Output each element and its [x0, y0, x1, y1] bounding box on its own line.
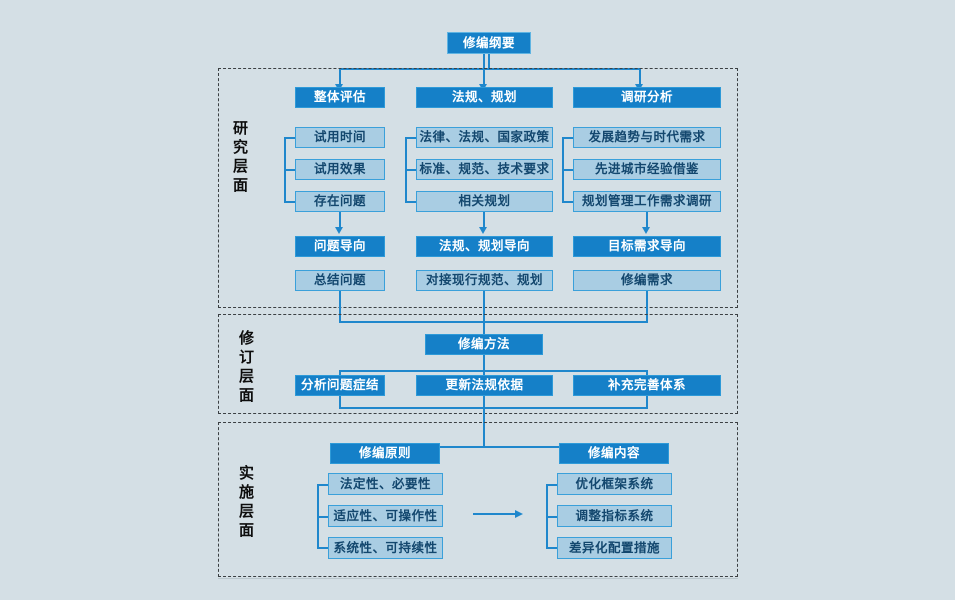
bracket-stub-col1-a: [284, 137, 295, 139]
bracket-stub-col1-c: [284, 201, 295, 203]
node-item-trial-effect[interactable]: 试用效果: [295, 159, 385, 180]
arrow-down-col1-orientation-icon: [335, 227, 343, 234]
bracket-stub-col2-b: [405, 169, 416, 171]
connector-groups-arrow-line: [473, 513, 517, 515]
connector-merge2-bar: [339, 407, 648, 409]
node-item-planning-management-survey[interactable]: 规划管理工作需求调研: [573, 191, 721, 212]
node-result-revision-demand[interactable]: 修编需求: [573, 270, 721, 291]
bracket-stub-impl-left-a: [317, 484, 328, 486]
layer-label-implementation: 实施层面: [237, 465, 255, 541]
connector-col2-to-orientation: [483, 212, 485, 229]
bracket-stub-col3-a: [562, 137, 573, 139]
node-orientation-target-demand[interactable]: 目标需求导向: [573, 236, 721, 257]
bracket-stub-col3-c: [562, 201, 573, 203]
connector-merge2-right-down: [646, 396, 648, 408]
connector-method-branch-mid: [483, 370, 485, 376]
node-result-align-current-specs[interactable]: 对接现行规范、规划: [416, 270, 553, 291]
arrow-right-icon: [515, 510, 523, 518]
node-item-analyze-problem-root[interactable]: 分析问题症结: [295, 375, 385, 396]
layer-panel-revision: [218, 314, 738, 414]
node-result-summarize-problems[interactable]: 总结问题: [295, 270, 385, 291]
bracket-stub-col2-c: [405, 201, 416, 203]
node-item-differentiated-allocation[interactable]: 差异化配置措施: [557, 537, 672, 559]
node-header-regulation-planning[interactable]: 法规、规划: [416, 87, 553, 108]
bracket-stub-col2-a: [405, 137, 416, 139]
connector-col1-to-orientation: [339, 212, 341, 229]
connector-merge-col1-down: [339, 291, 341, 322]
node-item-development-trend-era-demand[interactable]: 发展趋势与时代需求: [573, 127, 721, 148]
diagram-baseline: [218, 578, 738, 579]
layer-label-research: 研究层面: [231, 120, 249, 196]
connector-method-branch-left: [339, 370, 341, 376]
layer-panel-implementation: [218, 422, 738, 577]
bracket-stub-impl-right-a: [546, 484, 557, 486]
node-item-standards-specs-technical[interactable]: 标准、规范、技术要求: [416, 159, 553, 180]
layer-panel-research: [218, 68, 738, 308]
node-item-adaptability-operability[interactable]: 适应性、可操作性: [328, 505, 443, 527]
connector-merge-bar-to-method: [339, 321, 648, 323]
node-item-laws-regulations-policy[interactable]: 法律、法规、国家政策: [416, 127, 553, 148]
node-orientation-regulation-planning[interactable]: 法规、规划导向: [416, 236, 553, 257]
connector-merge2-left-down: [339, 396, 341, 408]
connector-drop-col2: [483, 54, 485, 86]
bracket-stub-impl-left-b: [317, 516, 328, 518]
connector-method-trunk: [483, 321, 485, 334]
bracket-stub-impl-right-b: [546, 516, 557, 518]
node-item-adjust-indicator-system[interactable]: 调整指标系统: [557, 505, 672, 527]
node-orientation-problem[interactable]: 问题导向: [295, 236, 385, 257]
bracket-stub-col1-b: [284, 169, 295, 171]
connector-impl-split-bar: [385, 446, 615, 448]
node-item-trial-time[interactable]: 试用时间: [295, 127, 385, 148]
node-header-overall-assessment[interactable]: 整体评估: [295, 87, 385, 108]
node-item-optimize-framework-system[interactable]: 优化框架系统: [557, 473, 672, 495]
layer-label-revision: 修订层面: [237, 330, 255, 406]
node-header-revision-content[interactable]: 修编内容: [559, 443, 669, 464]
connector-method-split-bar: [339, 370, 648, 372]
node-item-update-regulation-basis[interactable]: 更新法规依据: [416, 375, 553, 396]
connector-method-branch-right: [646, 370, 648, 376]
connector-drop-col1: [339, 68, 341, 86]
node-item-advanced-city-experience[interactable]: 先进城市经验借鉴: [573, 159, 721, 180]
node-title-xiubian-gangyao[interactable]: 修编纲要: [447, 32, 531, 54]
connector-method-down: [483, 355, 485, 371]
bracket-stub-impl-left-c: [317, 547, 328, 549]
node-item-supplement-improve-system[interactable]: 补充完善体系: [573, 375, 721, 396]
arrow-down-col2-orientation-icon: [479, 227, 487, 234]
connector-title-trunk: [488, 54, 490, 69]
connector-merge2-mid-down: [483, 396, 485, 447]
bracket-stub-impl-right-c: [546, 547, 557, 549]
connector-col3-to-orientation: [646, 212, 648, 229]
node-header-research-analysis[interactable]: 调研分析: [573, 87, 721, 108]
node-item-legality-necessity[interactable]: 法定性、必要性: [328, 473, 443, 495]
node-header-revision-method[interactable]: 修编方法: [425, 334, 543, 355]
node-header-revision-principles[interactable]: 修编原则: [330, 443, 440, 464]
node-item-systematic-sustainability[interactable]: 系统性、可持续性: [328, 537, 443, 559]
bracket-stub-col3-b: [562, 169, 573, 171]
node-item-existing-problems[interactable]: 存在问题: [295, 191, 385, 212]
node-item-related-planning[interactable]: 相关规划: [416, 191, 553, 212]
connector-merge-col3-down: [646, 291, 648, 322]
connector-merge-col2-down: [483, 291, 485, 322]
arrow-down-col3-orientation-icon: [642, 227, 650, 234]
connector-drop-col3: [639, 68, 641, 86]
